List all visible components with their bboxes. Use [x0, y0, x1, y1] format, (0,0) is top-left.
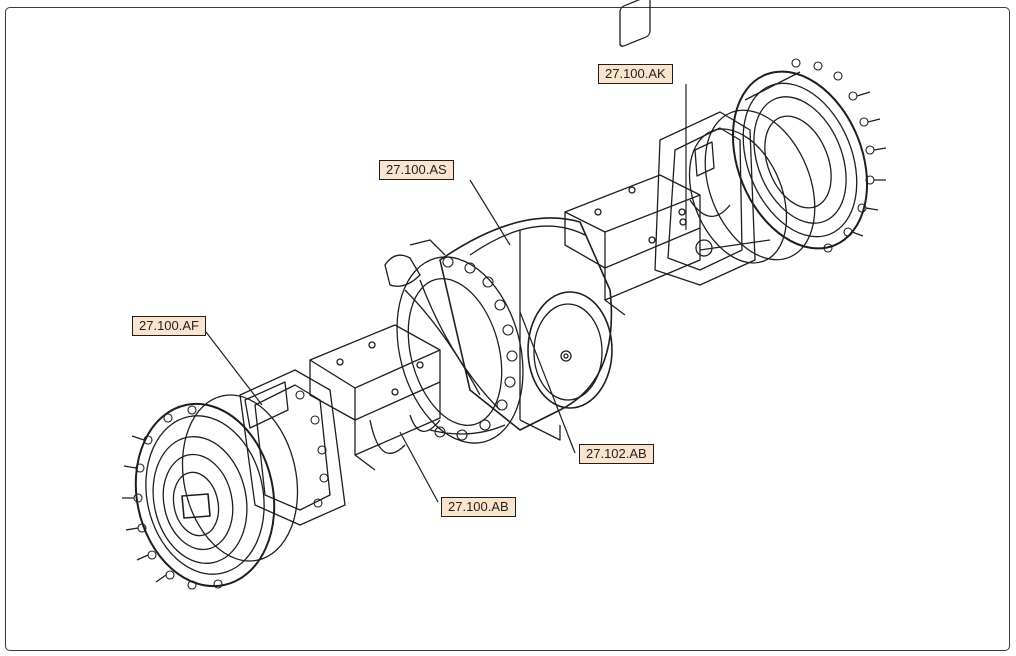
right-wheel-hub	[688, 58, 887, 264]
differential-housing	[384, 217, 613, 444]
callout-27-100-as: 27.100.AS	[379, 160, 454, 180]
callout-27-100-af: 27.100.AF	[132, 316, 206, 336]
callout-27-100-ak: 27.100.AK	[598, 64, 673, 84]
left-wheel-hub	[122, 394, 299, 590]
left-knuckle	[239, 369, 346, 526]
right-axle-beam	[564, 0, 701, 316]
left-axle-beam	[309, 324, 441, 471]
callout-27-102-ab: 27.102.AB	[579, 444, 654, 464]
right-knuckle	[654, 111, 756, 286]
leader-lines	[205, 84, 687, 503]
callout-27-100-ab: 27.100.AB	[441, 497, 516, 517]
